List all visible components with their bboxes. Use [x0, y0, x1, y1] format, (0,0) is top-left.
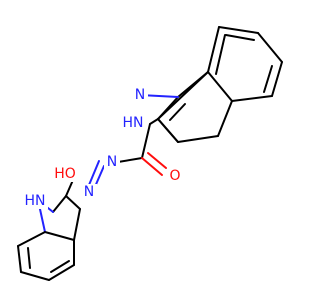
indole-benzene-ring	[17, 231, 75, 281]
atom-label-nh-indole: HN	[22, 193, 48, 209]
svg-text:O: O	[169, 168, 180, 184]
svg-text:N: N	[107, 154, 117, 170]
svg-text:N: N	[135, 87, 145, 103]
atom-label-n-hydrazone-1: N	[104, 154, 120, 170]
atom-label-n-pyrazole: N	[132, 87, 148, 103]
hydrazone-linker	[88, 123, 167, 190]
atom-label-o-carbonyl: O	[167, 168, 183, 184]
atom-label-ho: HO	[52, 166, 78, 182]
svg-text:HN: HN	[25, 193, 46, 209]
benzo-ring-top	[207, 26, 283, 102]
atom-label-n-hydrazone-2: N	[81, 184, 97, 200]
svg-text:HO: HO	[54, 166, 76, 182]
svg-text:N: N	[84, 184, 94, 200]
indole-pyrrole-ring	[37, 179, 81, 241]
atom-label-nh-pyrazole: HN	[120, 115, 146, 131]
svg-text:HN: HN	[123, 115, 144, 131]
molecule-structure: N HN O N N HO HN	[17, 26, 283, 281]
